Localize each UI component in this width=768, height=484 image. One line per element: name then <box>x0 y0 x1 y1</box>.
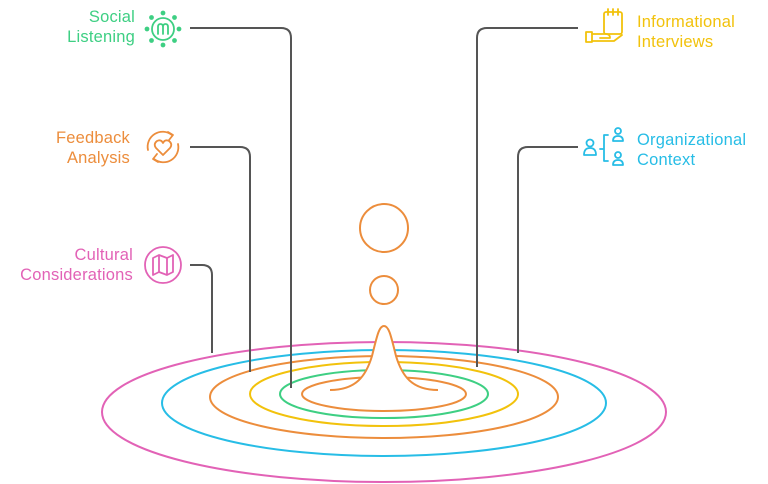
drop-large <box>359 203 409 253</box>
label-feedback-analysis: Feedback Analysis <box>56 128 130 168</box>
org-chart-icon <box>583 127 624 166</box>
label-informational-interviews-line1: Informational <box>637 13 735 31</box>
label-social-listening-line2: Listening <box>67 28 135 46</box>
water-splash-peak <box>329 324 439 391</box>
map-icon <box>144 246 182 284</box>
connector-cultural-considerations <box>190 264 213 353</box>
connector-social-listening <box>190 27 292 388</box>
label-informational-interviews: Informational Interviews <box>637 12 735 52</box>
label-cultural-considerations: Cultural Considerations <box>20 245 133 285</box>
label-cultural-considerations-line2: Considerations <box>20 266 133 284</box>
connector-feedback-analysis <box>190 146 251 372</box>
label-social-listening: Social Listening <box>67 7 135 47</box>
label-organizational-context-line1: Organizational <box>637 131 747 149</box>
label-social-listening-line1: Social <box>88 8 135 26</box>
label-organizational-context-line2: Context <box>637 151 696 169</box>
connector-organizational-context <box>517 146 578 353</box>
label-organizational-context: Organizational Context <box>637 130 746 170</box>
social-listening-icon <box>144 10 182 48</box>
notepad-hand-icon <box>585 8 623 43</box>
label-informational-interviews-line2: Interviews <box>637 33 714 51</box>
drop-small <box>369 275 399 305</box>
heart-refresh-icon <box>146 130 180 164</box>
label-feedback-analysis-line2: Analysis <box>66 149 130 167</box>
label-cultural-considerations-line1: Cultural <box>74 246 133 264</box>
connector-informational-interviews <box>476 27 578 367</box>
label-feedback-analysis-line1: Feedback <box>55 129 130 147</box>
